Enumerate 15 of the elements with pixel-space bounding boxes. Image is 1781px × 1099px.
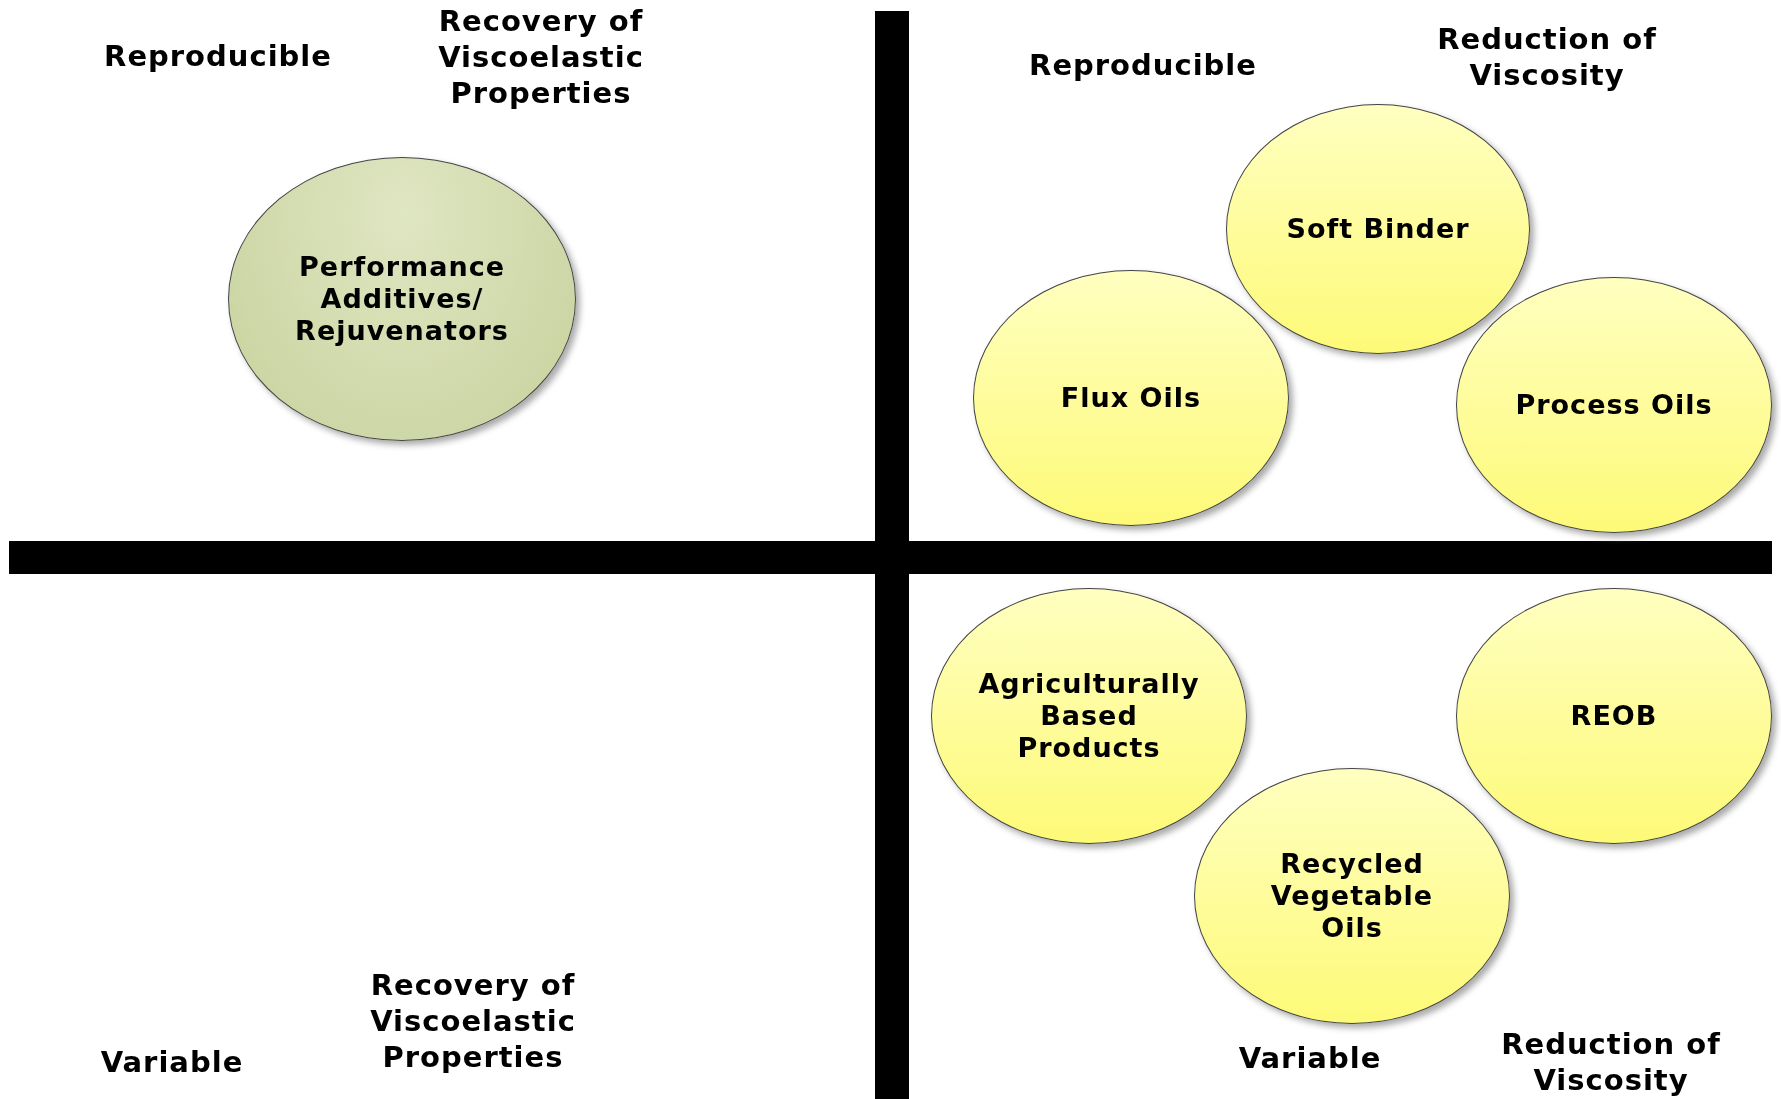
category-label: REOB [1570, 700, 1658, 732]
quadrant-label: Reproducible [1029, 47, 1257, 83]
quadrant-label: Variable [1238, 1040, 1382, 1076]
quadrant-label: Reduction of Viscosity [1500, 1026, 1722, 1098]
quadrant-label: Recovery of Viscoelastic Properties [437, 3, 645, 111]
quadrant-label: Reproducible [104, 38, 332, 74]
category-label: Performance Additives/ Rejuvenators [294, 251, 510, 347]
category-label: Agriculturally Based Products [977, 668, 1201, 764]
quadrant-label: Recovery of Viscoelastic Properties [369, 967, 577, 1075]
quadrant-label: Reduction of Viscosity [1436, 21, 1658, 93]
category-label: Flux Oils [1060, 382, 1202, 414]
category-label: Recycled Vegetable Oils [1269, 848, 1435, 944]
category-label: Soft Binder [1286, 213, 1470, 245]
quadrant-label: Variable [100, 1044, 244, 1080]
category-label: Process Oils [1515, 389, 1713, 421]
